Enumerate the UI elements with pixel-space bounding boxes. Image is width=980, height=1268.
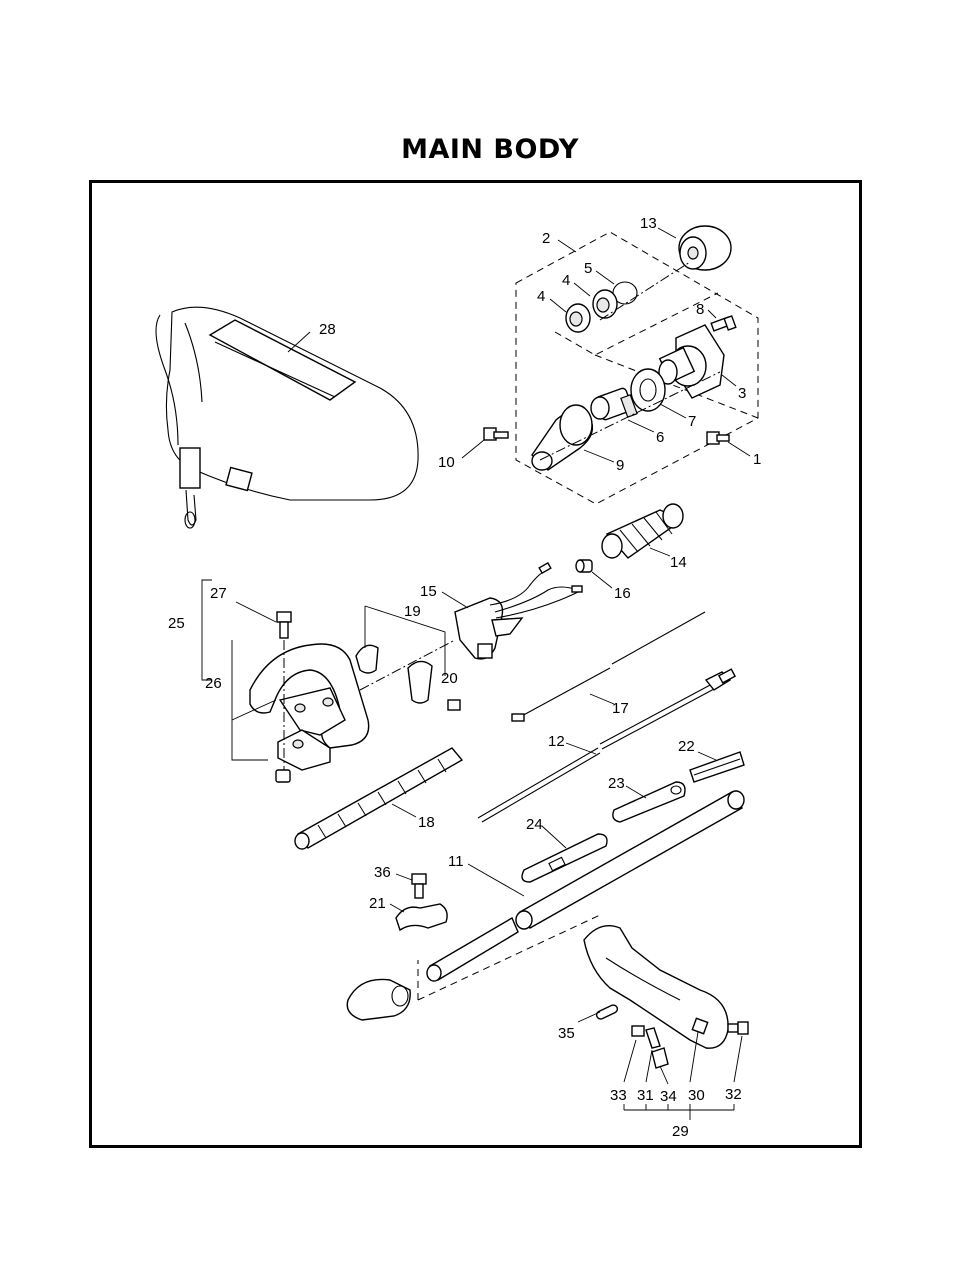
bolt-part — [706, 431, 730, 445]
part-label-27: 27 — [210, 585, 227, 602]
part-label-30: 30 — [688, 1087, 705, 1104]
part-label-25: 25 — [168, 615, 185, 632]
washer-part — [595, 1004, 619, 1020]
main-shaft-part — [426, 790, 745, 982]
part-label-7: 7 — [688, 413, 696, 430]
part-label-19: 19 — [404, 603, 421, 620]
part-label-32: 32 — [725, 1086, 742, 1103]
plate-part — [630, 368, 666, 412]
part-label-31: 31 — [637, 1087, 654, 1104]
part-label-6: 6 — [656, 429, 664, 446]
guard-label-part — [645, 1027, 669, 1069]
part-label-22: 22 — [678, 738, 695, 755]
shoulder-harness-part — [155, 306, 419, 529]
throttle-cable-part — [511, 611, 706, 722]
part-label-3: 3 — [738, 385, 746, 402]
part-label-8: 8 — [696, 301, 704, 318]
part-label-13: 13 — [640, 215, 657, 232]
part-label-21: 21 — [369, 895, 386, 912]
part-label-14: 14 — [670, 554, 687, 571]
part-label-12: 12 — [548, 733, 565, 750]
part-label-11: 11 — [448, 853, 464, 870]
label-strip-part — [612, 781, 686, 823]
blade-guard-part — [583, 925, 729, 1049]
leader-lines — [235, 227, 751, 1085]
gear-case-part — [658, 324, 725, 399]
bolt-part — [710, 315, 737, 332]
part-label-34: 34 — [660, 1088, 677, 1105]
holder-part — [590, 387, 638, 421]
bolt-part — [411, 873, 427, 899]
part-label-28: 28 — [319, 321, 336, 338]
throttle-lever-part — [454, 561, 583, 660]
part-label-24: 24 — [526, 816, 543, 833]
part-label-35: 35 — [558, 1025, 575, 1042]
part-label-2: 2 — [542, 230, 550, 247]
part-label-36: 36 — [374, 864, 391, 881]
bolt-part — [483, 427, 509, 441]
part-label-10: 10 — [438, 454, 455, 471]
part-label-5: 5 — [584, 260, 592, 277]
drive-shaft-part — [477, 668, 737, 823]
loop-handle-part — [249, 643, 370, 749]
part-label-4: 4 — [537, 288, 545, 305]
part-label-4: 4 — [562, 272, 570, 289]
shaft-protector-part — [294, 747, 464, 850]
shaft-clamp-part — [395, 903, 448, 932]
part-label-23: 23 — [608, 775, 625, 792]
cone-housing-part — [531, 404, 594, 471]
part-label-15: 15 — [420, 583, 437, 600]
part-number-labels: 2 13 5 4 4 8 3 7 6 9 10 1 28 14 16 15 27… — [168, 215, 761, 1140]
clutch-drum-part — [678, 225, 732, 271]
part-label-20: 20 — [441, 670, 458, 687]
bolt-part — [727, 1021, 749, 1035]
nut-part — [631, 1025, 645, 1037]
gear-head-coupling-part — [346, 978, 411, 1021]
bolt-part — [276, 611, 292, 639]
part-label-9: 9 — [616, 457, 624, 474]
part-label-1: 1 — [753, 451, 761, 468]
gear-case-assembly — [483, 225, 759, 505]
nut-part — [275, 769, 291, 783]
collar-part — [575, 559, 593, 573]
part-label-18: 18 — [418, 814, 435, 831]
part-label-16: 16 — [614, 585, 631, 602]
bearing-part — [565, 289, 618, 333]
part-label-29: 29 — [672, 1123, 689, 1140]
part-label-33: 33 — [610, 1087, 627, 1104]
part-label-26: 26 — [205, 675, 222, 692]
handle-bracket-part — [355, 644, 461, 711]
part-label-17: 17 — [612, 700, 629, 717]
label-strip-part — [521, 833, 608, 883]
diagram-frame — [89, 180, 862, 1148]
page-title: MAIN BODY — [401, 134, 579, 165]
handle-clamp-part — [277, 729, 331, 771]
throttle-grip-part — [601, 503, 684, 559]
